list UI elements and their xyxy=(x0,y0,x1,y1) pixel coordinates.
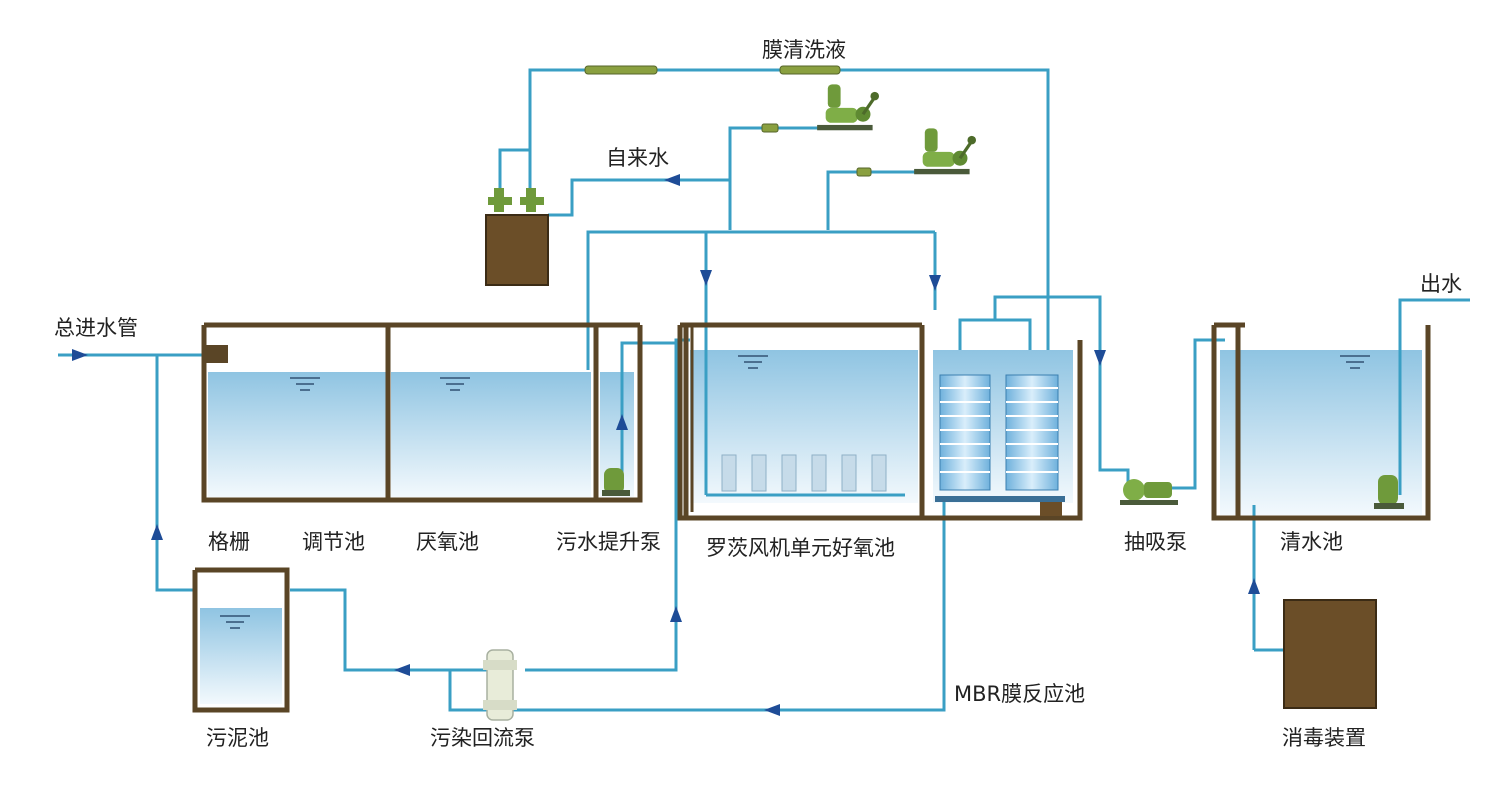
tank-walls xyxy=(192,322,1431,713)
label-clear-tank: 清水池 xyxy=(1280,530,1343,554)
return-pump-icon xyxy=(483,649,517,721)
water-screen-equalization xyxy=(208,372,386,497)
lift-pump-icon xyxy=(602,468,630,496)
label-anaerobic: 厌氧池 xyxy=(416,530,479,554)
label-disinfection: 消毒装置 xyxy=(1282,726,1366,750)
label-outlet: 出水 xyxy=(1420,272,1462,296)
screen-box xyxy=(206,345,228,363)
label-main-inlet: 总进水管 xyxy=(54,316,138,340)
pump-icon xyxy=(815,82,879,132)
label-lift-pump: 污水提升泵 xyxy=(556,530,661,554)
clear-tank-pump-icon xyxy=(1374,475,1404,509)
water-surface-icon xyxy=(220,355,1370,629)
label-screen: 格栅 xyxy=(208,530,250,554)
pipe-fittings xyxy=(584,65,872,177)
label-membrane-wash: 膜清洗液 xyxy=(762,38,846,62)
label-return-pump: 污染回流泵 xyxy=(430,726,535,750)
flow-arrow-icon xyxy=(72,174,1260,716)
disinfection-unit xyxy=(1283,599,1377,709)
membrane-module-icon xyxy=(935,374,1065,516)
wash-liquid-tank xyxy=(485,214,549,286)
label-aerobic: 罗茨风机单元好氧池 xyxy=(706,536,895,560)
label-sludge-tank: 污泥池 xyxy=(206,726,269,750)
label-mbr: MBR膜反应池 xyxy=(954,682,1086,706)
label-tap-water: 自来水 xyxy=(606,146,669,170)
label-equalization: 调节池 xyxy=(302,530,365,554)
suction-pump-icon xyxy=(1120,479,1178,505)
label-suction-pump: 抽吸泵 xyxy=(1124,530,1187,554)
valve-icon xyxy=(488,188,544,212)
water-sludge-tank xyxy=(200,608,282,704)
aerator-icon xyxy=(721,454,887,492)
water-anaerobic xyxy=(391,372,591,497)
pump-icon xyxy=(912,126,976,176)
